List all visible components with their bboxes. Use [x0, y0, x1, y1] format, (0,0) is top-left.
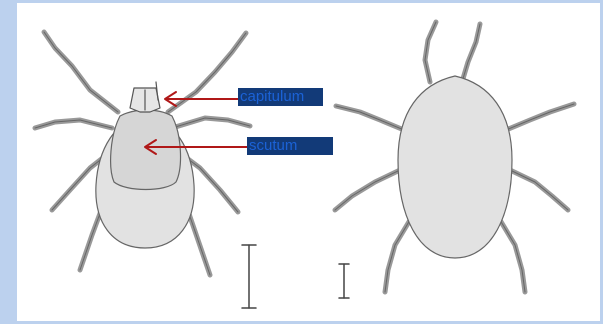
scale-bar-right [339, 264, 349, 298]
capitulum-label-text: capitulum [240, 88, 304, 105]
scutum-label-text: scutum [249, 137, 297, 154]
tick-left [35, 32, 250, 275]
tick-left-scutum [111, 110, 181, 190]
tick-right [335, 22, 574, 292]
scale-bar-left [242, 245, 256, 308]
scutum-label: scutum [247, 137, 333, 155]
tick-right-body [398, 76, 512, 258]
capitulum-label: capitulum [238, 88, 323, 106]
